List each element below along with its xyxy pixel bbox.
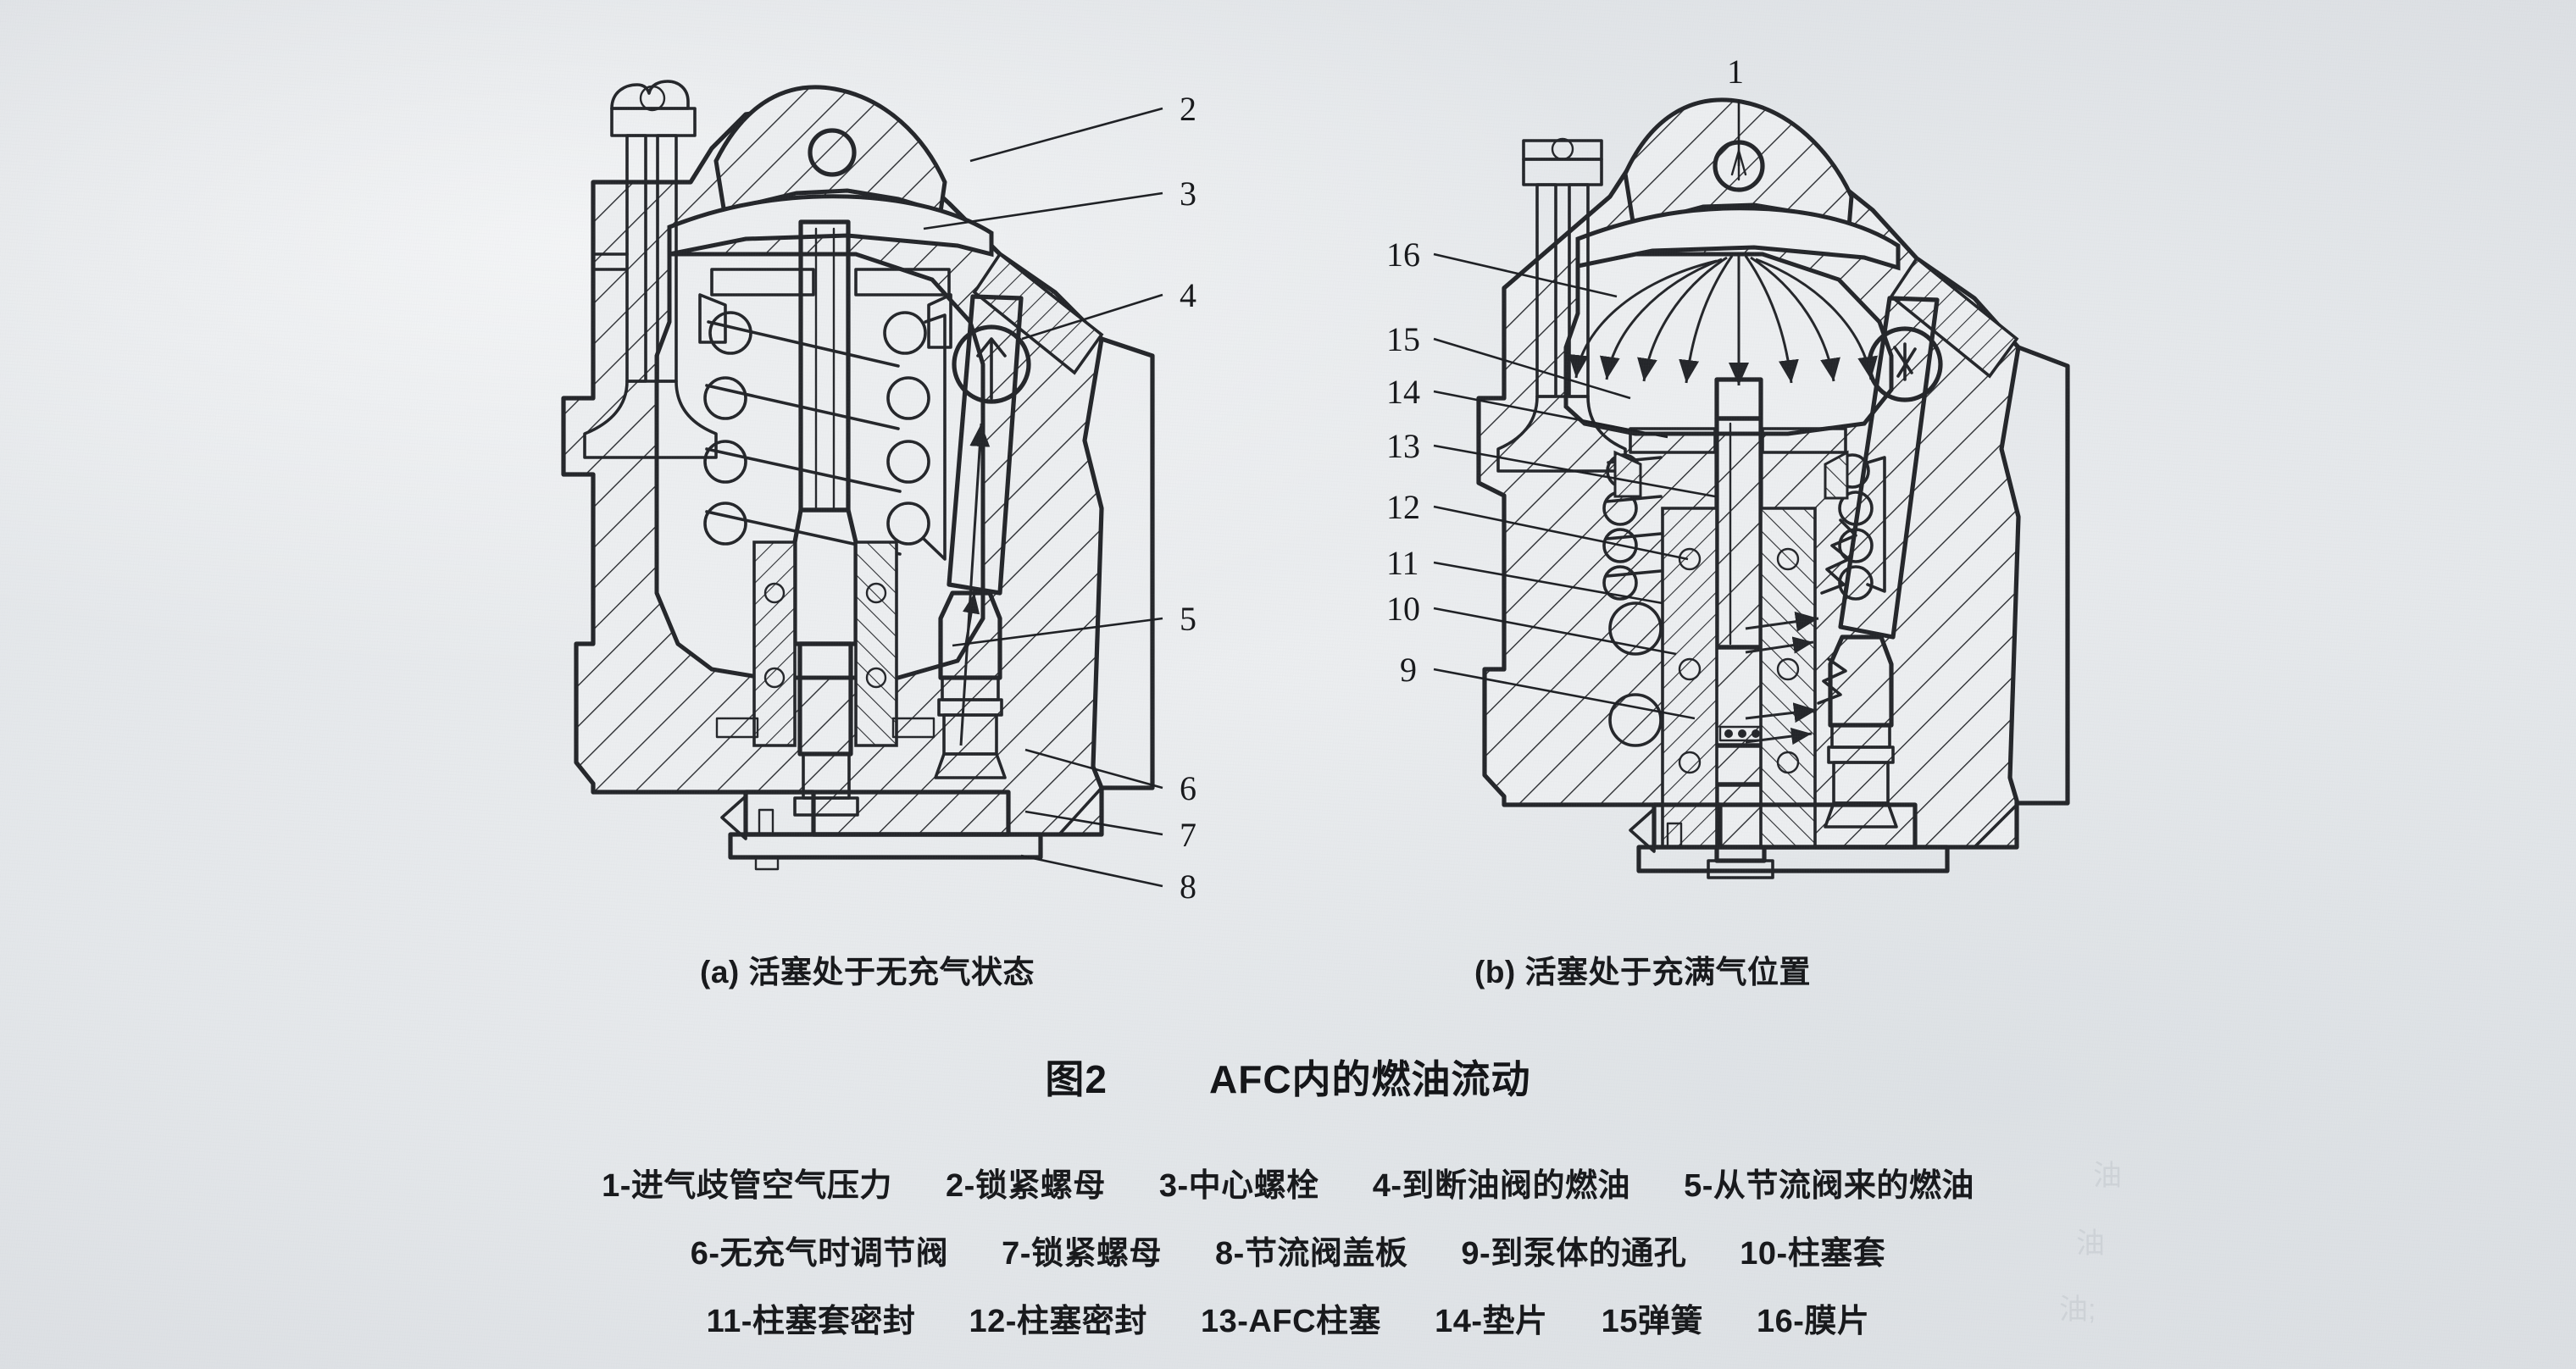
a-spring-seats xyxy=(698,268,952,349)
b-airflow-arrows xyxy=(1568,254,1879,385)
a-spring-right xyxy=(883,311,947,561)
figure-title-text: AFC内的燃油流动 xyxy=(1209,1057,1531,1101)
subcaption-b: (b) 活塞处于充满气位置 xyxy=(1474,955,1812,989)
subcaption-a: (a) 活塞处于无充气状态 xyxy=(700,955,1035,989)
legend-item-13: 13-AFC柱塞 xyxy=(1200,1304,1382,1339)
a-callout-4-label: 4 xyxy=(1180,276,1196,314)
a-callout-2: 2 xyxy=(969,90,1196,163)
b-callout-10-label: 10 xyxy=(1386,590,1420,628)
b-callout-10: 10 xyxy=(1386,590,1677,656)
a-fuel-inlet-valve xyxy=(934,252,1104,779)
a-base-plate xyxy=(720,790,1043,871)
legend-item-14: 14-垫片 xyxy=(1435,1304,1548,1339)
a-top-cover xyxy=(667,85,994,258)
a-left-stud-bolt xyxy=(583,80,718,459)
legend-item-7: 7-锁紧螺母 xyxy=(1002,1236,1162,1272)
b-right-contour xyxy=(1973,345,2070,849)
legend-item-10: 10-柱塞套 xyxy=(1740,1236,1886,1272)
a-right-contour xyxy=(1058,336,1155,836)
a-callout-7: 7 xyxy=(1024,810,1196,854)
b-callout-16-label: 16 xyxy=(1386,236,1420,274)
a-callout-7-label: 7 xyxy=(1180,816,1196,854)
b-callout-13-label: 13 xyxy=(1386,427,1420,465)
b-callout-16: 16 xyxy=(1386,236,1618,298)
b-callout-13: 13 xyxy=(1386,427,1716,498)
legend-item-8: 8-节流阀盖板 xyxy=(1215,1236,1408,1272)
a-callout-6: 6 xyxy=(1024,748,1196,807)
a-callout-8: 8 xyxy=(1020,854,1196,906)
b-callout-11-label: 11 xyxy=(1386,544,1419,582)
b-shim-and-seat xyxy=(1613,427,1849,500)
legend-item-2: 2-锁紧螺母 xyxy=(945,1168,1106,1204)
b-callout-14-label: 14 xyxy=(1386,373,1420,411)
a-callout-5-label: 5 xyxy=(1180,600,1196,638)
b-base-plate xyxy=(1629,802,1950,873)
legend-row-3: 11-柱塞套密封 12-柱塞密封 13-AFC柱塞 14-垫片 15弹簧 16-… xyxy=(0,1294,2576,1341)
a-callout-4: 4 xyxy=(1021,276,1196,341)
legend-row-1: 1-进气歧管空气压力 2-锁紧螺母 3-中心螺栓 4-到断油阀的燃油 5-从节流… xyxy=(0,1159,2576,1205)
a-callout-5: 5 xyxy=(952,600,1196,647)
legend-item-11: 11-柱塞套密封 xyxy=(706,1304,916,1339)
legend-item-15: 15弹簧 xyxy=(1601,1304,1703,1339)
b-callout-11: 11 xyxy=(1386,544,1663,605)
figure-title: 图2 AFC内的燃油流动 xyxy=(0,1049,2576,1105)
legend-item-4: 4-到断油阀的燃油 xyxy=(1372,1168,1631,1204)
legend-item-16: 16-膜片 xyxy=(1756,1304,1870,1339)
b-fuel-passage xyxy=(1745,256,2019,829)
b-diaphragm-chamber xyxy=(1563,252,1894,436)
a-plunger-bushing xyxy=(715,540,935,747)
b-callout-9: 9 xyxy=(1400,651,1696,720)
b-callout-12: 12 xyxy=(1386,488,1689,561)
b-callout-1: 1 xyxy=(1727,53,1744,166)
b-callout-1-label: 1 xyxy=(1727,53,1744,91)
b-callout-14: 14 xyxy=(1386,373,1668,439)
figure-number: 图2 xyxy=(1045,1057,1108,1101)
legend-item-9: 9-到泵体的通孔 xyxy=(1461,1236,1687,1272)
a-callout-3: 3 xyxy=(923,175,1196,230)
legend-item-12: 12-柱塞密封 xyxy=(969,1304,1147,1339)
legend-item-5: 5-从节流阀来的燃油 xyxy=(1684,1168,1974,1204)
legend-row-2: 6-无充气时调节阀 7-锁紧螺母 8-节流阀盖板 9-到泵体的通孔 10-柱塞套 xyxy=(0,1227,2576,1273)
b-callout-12-label: 12 xyxy=(1386,488,1420,526)
legend-item-6: 6-无充气时调节阀 xyxy=(690,1236,949,1272)
b-callout-15: 15 xyxy=(1386,320,1631,400)
legend-item-1: 1-进气歧管空气压力 xyxy=(602,1168,892,1204)
a-callout-6-label: 6 xyxy=(1180,769,1196,807)
a-callout-8-label: 8 xyxy=(1180,867,1196,906)
a-callout-2-label: 2 xyxy=(1180,90,1196,128)
b-callout-9-label: 9 xyxy=(1400,651,1417,689)
b-callout-15-label: 15 xyxy=(1386,320,1420,358)
a-callout-3-label: 3 xyxy=(1180,175,1196,213)
legend-item-3: 3-中心螺栓 xyxy=(1158,1168,1319,1204)
